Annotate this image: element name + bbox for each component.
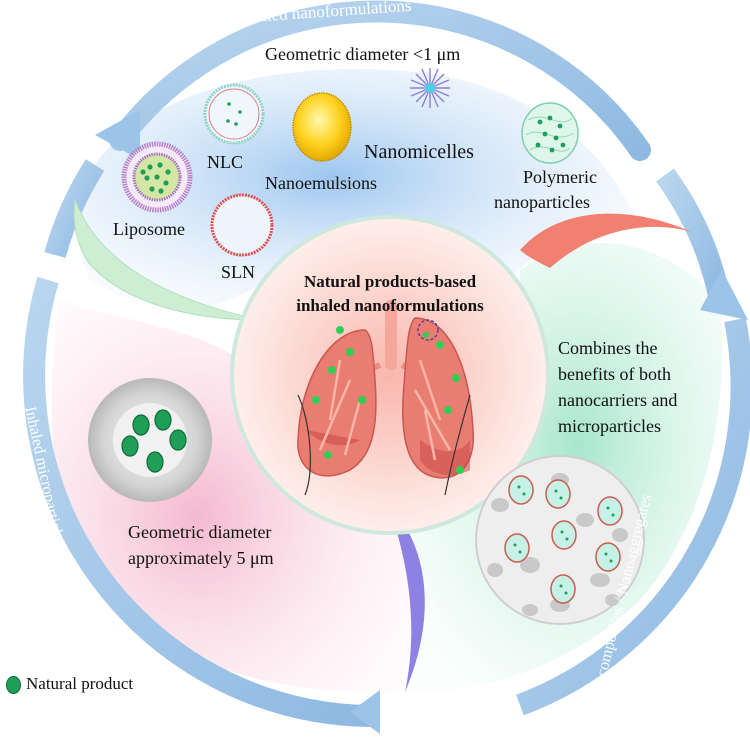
nanomicelle-particle (410, 68, 450, 108)
nanoemulsion-particle (292, 92, 352, 162)
ring-arrowhead-bottom (350, 690, 380, 734)
nlc-particle (203, 83, 265, 145)
nanoemulsions-label: Nanoemulsions (265, 173, 377, 193)
composite-label-line4: microparticles (558, 416, 661, 436)
natural-product-legend-icon (6, 676, 21, 694)
liposome-label: Liposome (113, 219, 185, 239)
micro-label-line2: approximately 5 μm (128, 548, 274, 568)
polymeric-label-line2: nanoparticles (494, 192, 590, 212)
nanocomposite-particle (475, 455, 645, 625)
lung-magnifier-outline (417, 319, 439, 341)
nano-diameter-label: Geometric diameter <1 μm (265, 44, 461, 64)
ring-arrowhead-right (700, 270, 748, 320)
nlc-label: NLC (207, 152, 243, 172)
nanomicelles-label: Nanomicelles (364, 141, 474, 163)
microparticle (88, 378, 212, 502)
sln-particle (210, 193, 274, 257)
ring-arrowhead-top (95, 110, 140, 160)
sln-label: SLN (221, 262, 256, 282)
micro-label-line1: Geometric diameter (128, 522, 272, 542)
center-title-line2: inhaled nanoformulations (296, 296, 484, 315)
polymeric-label-line1: Polymeric (523, 167, 597, 187)
legend-label: Natural product (26, 674, 134, 693)
composite-label-line2: benefits of both (558, 364, 671, 384)
salmon-swoosh (520, 213, 692, 268)
lungs-icon (297, 300, 474, 496)
green-swoosh (73, 199, 261, 321)
purple-swoosh (388, 505, 425, 692)
center-title-line1: Natural products-based (303, 272, 477, 291)
polymeric-nanoparticle (521, 102, 579, 164)
composite-label-line3: nanocarriers and (558, 390, 678, 410)
composite-label-line1: Combines the (558, 338, 658, 358)
outer-ring (23, 0, 750, 734)
liposome-particle (121, 141, 193, 213)
